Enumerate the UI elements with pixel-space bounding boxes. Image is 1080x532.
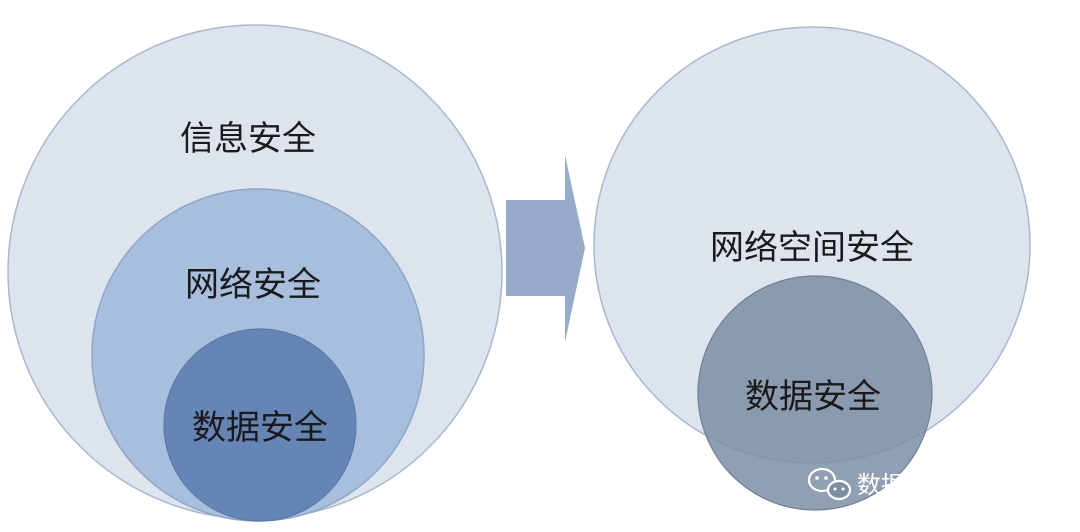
left-nested-circles: 信息安全 网络安全 数据安全 xyxy=(7,24,503,522)
watermark: 数据治理周周谈 xyxy=(807,467,1025,501)
data-security-label-left: 数据安全 xyxy=(192,408,328,448)
network-security-label: 网络安全 xyxy=(185,265,321,305)
watermark-text: 数据治理周周谈 xyxy=(857,471,1025,499)
right-overlapping-circles: 网络空间安全 数据安全 xyxy=(593,26,1031,511)
data-security-circle-left xyxy=(163,328,357,522)
right-arrow-icon xyxy=(506,155,585,342)
data-security-circle-right xyxy=(697,275,933,511)
cyberspace-security-label: 网络空间安全 xyxy=(710,228,914,268)
data-security-label-right: 数据安全 xyxy=(745,377,881,417)
wechat-icon xyxy=(807,467,852,501)
information-security-label: 信息安全 xyxy=(180,119,316,159)
